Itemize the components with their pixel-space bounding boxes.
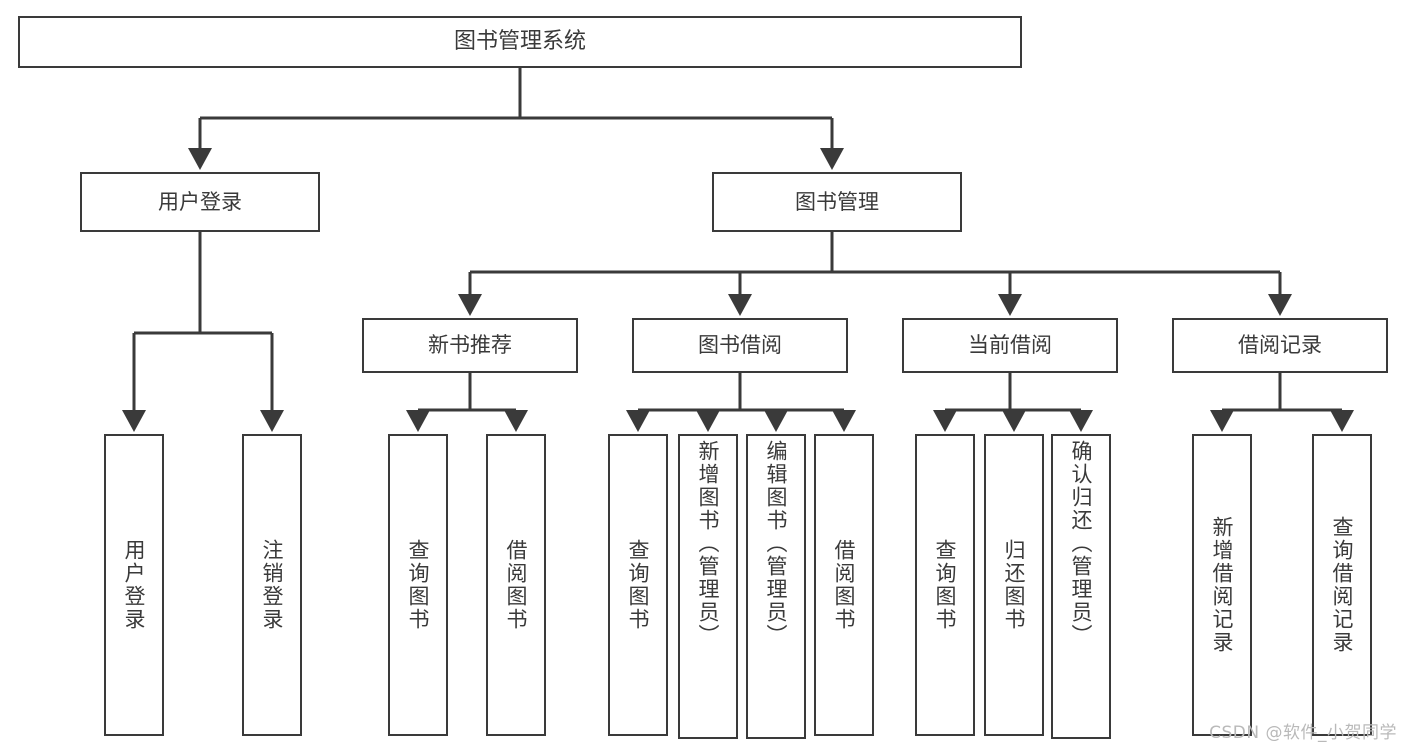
leaf-label: 用户登录 xyxy=(122,539,147,631)
leaf-label: 注销登录 xyxy=(260,539,285,631)
leaf-edit-book-admin[interactable]: 编辑图书（管理员） xyxy=(746,434,806,739)
node-borrow-record[interactable]: 借阅记录 xyxy=(1172,318,1388,373)
leaf-label: 编辑图书（管理员） xyxy=(764,440,789,647)
csdn-watermark: CSDN @软件_小贺同学 xyxy=(1209,723,1397,743)
leaf-add-borrow-record[interactable]: 新增借阅记录 xyxy=(1192,434,1252,736)
leaf-user-login[interactable]: 用户登录 xyxy=(104,434,164,736)
leaf-label: 归还图书 xyxy=(1002,539,1027,631)
leaf-query-borrow-record[interactable]: 查询借阅记录 xyxy=(1312,434,1372,736)
node-new-book-recommend[interactable]: 新书推荐 xyxy=(362,318,578,373)
leaf-label: 新增借阅记录 xyxy=(1210,516,1235,654)
node-book-manage[interactable]: 图书管理 xyxy=(712,172,962,232)
leaf-label: 新增图书（管理员） xyxy=(696,440,721,647)
leaf-label: 查询图书 xyxy=(626,539,651,631)
node-current-borrow[interactable]: 当前借阅 xyxy=(902,318,1118,373)
leaf-logout[interactable]: 注销登录 xyxy=(242,434,302,736)
leaf-return-book[interactable]: 归还图书 xyxy=(984,434,1044,736)
node-root-system[interactable]: 图书管理系统 xyxy=(18,16,1022,68)
leaf-borrow-book-borrow[interactable]: 借阅图书 xyxy=(814,434,874,736)
leaf-label: 查询图书 xyxy=(406,539,431,631)
node-book-borrow[interactable]: 图书借阅 xyxy=(632,318,848,373)
leaf-query-book-borrow[interactable]: 查询图书 xyxy=(608,434,668,736)
leaf-label: 查询图书 xyxy=(933,539,958,631)
node-label: 用户登录 xyxy=(158,189,242,214)
node-label: 当前借阅 xyxy=(968,333,1052,358)
leaf-confirm-return-admin[interactable]: 确认归还（管理员） xyxy=(1051,434,1111,739)
leaf-label: 确认归还（管理员） xyxy=(1069,440,1094,647)
node-label: 图书管理系统 xyxy=(453,29,586,55)
leaf-label: 查询借阅记录 xyxy=(1330,516,1355,654)
leaf-borrow-book-recommend[interactable]: 借阅图书 xyxy=(486,434,546,736)
node-label: 图书管理 xyxy=(795,189,879,214)
leaf-label: 借阅图书 xyxy=(832,539,857,631)
leaf-label: 借阅图书 xyxy=(504,539,529,631)
node-label: 借阅记录 xyxy=(1238,333,1322,358)
leaf-query-book-recommend[interactable]: 查询图书 xyxy=(388,434,448,736)
node-user-login[interactable]: 用户登录 xyxy=(80,172,320,232)
leaf-add-book-admin[interactable]: 新增图书（管理员） xyxy=(678,434,738,739)
node-label: 图书借阅 xyxy=(698,333,782,358)
leaf-query-book-current[interactable]: 查询图书 xyxy=(915,434,975,736)
node-label: 新书推荐 xyxy=(428,333,512,358)
